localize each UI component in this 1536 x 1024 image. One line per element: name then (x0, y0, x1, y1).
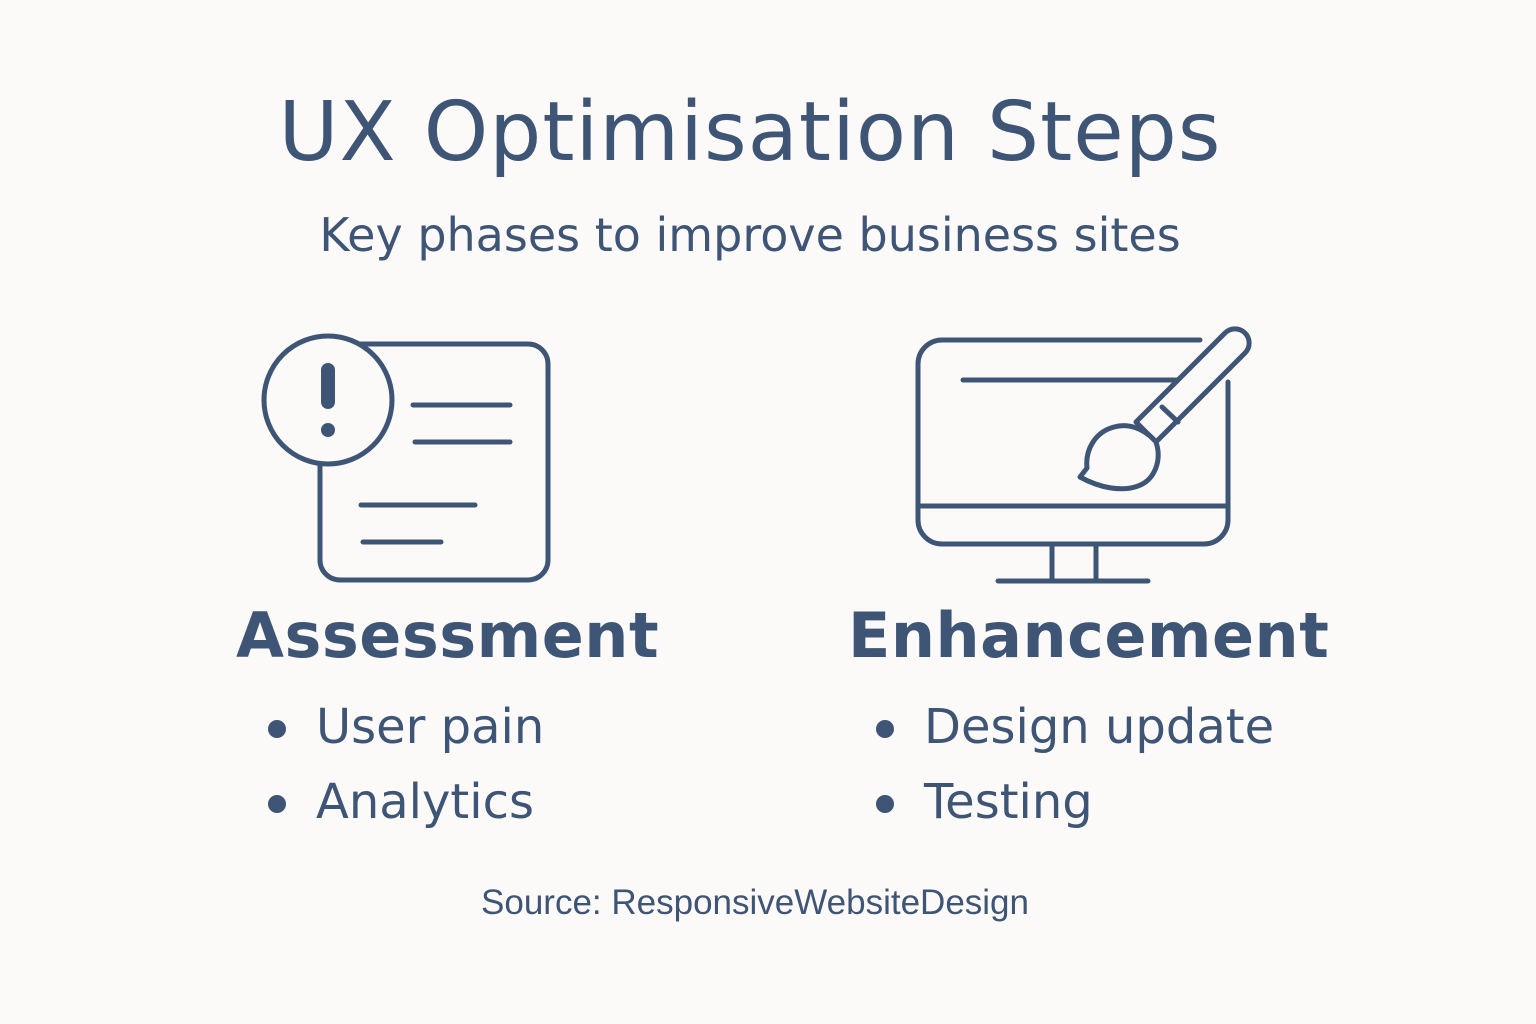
source-credit: Source: ResponsiveWebsiteDesign (481, 883, 1029, 922)
monitor-paintbrush-icon (900, 310, 1280, 600)
phase-heading-enhancement: Enhancement (848, 599, 1330, 672)
phase-heading-assessment: Assessment (236, 599, 660, 672)
list-item: Testing (876, 765, 1274, 840)
bullet-icon (268, 795, 286, 813)
enhancement-bullet-list: Design update Testing (876, 690, 1274, 840)
page-subtitle: Key phases to improve business sites (319, 208, 1181, 262)
bullet-icon (876, 795, 894, 813)
list-item: Design update (876, 690, 1274, 765)
list-item: Analytics (268, 765, 544, 840)
list-item: User pain (268, 690, 544, 765)
bullet-icon (876, 720, 894, 738)
bullet-icon (268, 720, 286, 738)
assessment-bullet-list: User pain Analytics (268, 690, 544, 840)
page-title: UX Optimisation Steps (278, 85, 1222, 180)
document-alert-icon (258, 330, 558, 590)
